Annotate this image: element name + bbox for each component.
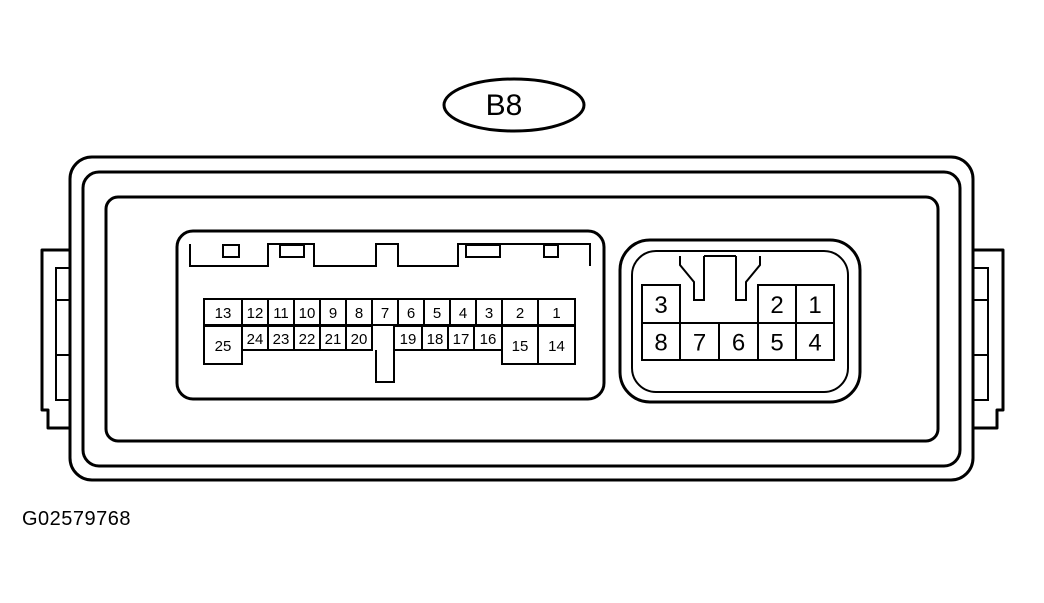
left-pin-number: 19	[400, 331, 417, 348]
left-pin-cell	[241, 298, 269, 326]
right-pin-cell	[795, 284, 835, 324]
left-pin-number: 3	[485, 305, 493, 322]
left-connector-key-outline	[189, 243, 591, 267]
left-pin-number: 20	[351, 331, 368, 348]
left-pin-number: 4	[459, 305, 467, 322]
left-pin-number: 12	[247, 305, 264, 322]
left-pin-cell	[319, 325, 347, 351]
left-pin-number: 6	[407, 305, 415, 322]
left-pin-cell	[447, 325, 475, 351]
right-pin-cell	[757, 284, 797, 324]
left-pin-number: 24	[247, 331, 264, 348]
left-pin-number: 8	[355, 305, 363, 322]
left-pin-cell	[203, 325, 243, 365]
connector-face	[104, 195, 940, 443]
label-ellipse	[442, 77, 586, 133]
left-connector-body	[175, 229, 606, 401]
left-pin-cell	[537, 298, 576, 326]
left-pin-cell	[241, 325, 269, 351]
left-pin-number: 15	[512, 338, 529, 355]
left-pin-number: 22	[299, 331, 316, 348]
right-connector-latch	[679, 256, 705, 301]
left-pin-number: 17	[453, 331, 470, 348]
left-pin-number: 23	[273, 331, 290, 348]
left-pin-number: 13	[215, 305, 232, 322]
left-pin-cell	[501, 325, 539, 365]
right-pin-number: 3	[654, 292, 667, 319]
left-pin-number: 11	[273, 305, 289, 322]
connector-housing-inner	[81, 170, 962, 468]
left-pin-cell	[345, 325, 373, 351]
left-pin-number: 21	[325, 331, 342, 348]
right-connector-body	[618, 238, 862, 404]
connector-label: B8	[486, 89, 523, 122]
right-pin-number: 8	[654, 330, 667, 357]
left-pin-cell	[421, 325, 449, 351]
figure-id: G02579768	[22, 508, 132, 530]
right-pin-number: 2	[770, 292, 783, 319]
right-pin-number: 5	[770, 330, 783, 357]
left-pin-cell	[293, 298, 321, 326]
left-pin-number: 9	[329, 305, 337, 322]
left-mount-tab	[40, 248, 70, 430]
left-pin-cell	[537, 325, 576, 365]
left-pin-number: 1	[552, 305, 560, 322]
left-pin-number: 2	[516, 305, 524, 322]
left-pin-number: 7	[381, 305, 389, 322]
left-pin-cell	[203, 298, 243, 326]
left-pin-number: 5	[433, 305, 441, 322]
right-pin-number: 4	[808, 330, 821, 357]
left-pin-number: 16	[480, 331, 497, 348]
right-pin-cell	[795, 322, 835, 361]
left-pin-cell	[501, 298, 539, 326]
right-mount-tab	[973, 248, 1005, 430]
right-pin-number: 7	[693, 330, 706, 357]
connector-housing-outer	[68, 155, 975, 482]
left-pin-number: 18	[427, 331, 444, 348]
right-pin-cell	[757, 322, 797, 361]
left-pin-number: 25	[215, 338, 232, 355]
left-pin-cell	[371, 298, 399, 326]
left-pin-number: 10	[299, 305, 316, 322]
right-pin-number: 6	[732, 330, 745, 357]
left-pin-number: 14	[548, 338, 565, 355]
right-pin-number: 1	[808, 292, 821, 319]
